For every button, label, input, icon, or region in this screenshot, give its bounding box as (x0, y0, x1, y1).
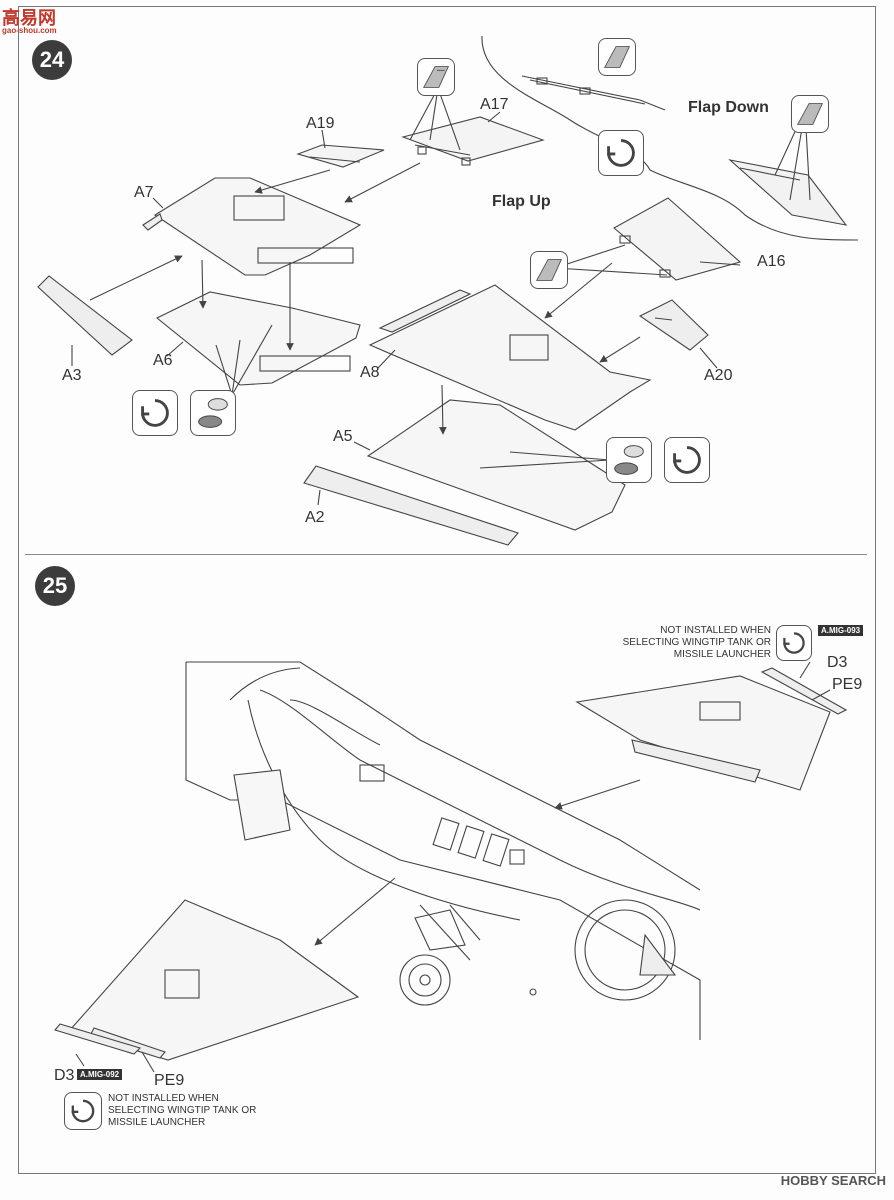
rotate-view-icon (664, 437, 710, 483)
note-left-wingtip: NOT INSTALLED WHEN SELECTING WINGTIP TAN… (108, 1093, 257, 1128)
watermark-url: gao-shou.com (2, 26, 57, 35)
rotate-view-icon (64, 1092, 102, 1130)
step-25-badge: 25 (35, 566, 75, 606)
part-label-a2: A2 (305, 509, 325, 526)
part-label-a19: A19 (306, 115, 335, 132)
part-label-a3: A3 (62, 367, 82, 384)
part-label-pe9-right: PE9 (832, 676, 863, 693)
paint-code-tag-left: A.MIG-092 (77, 1069, 123, 1080)
cement-glue-icon (606, 437, 652, 483)
part-label-a16: A16 (757, 253, 786, 270)
rotate-view-icon (598, 130, 644, 176)
step-24-badge: 24 (32, 40, 72, 80)
decal-detail-icon (791, 95, 829, 133)
rotate-view-icon (132, 390, 178, 436)
flap-down-label: Flap Down (688, 99, 769, 116)
part-label-a8: A8 (360, 364, 380, 381)
part-label-a6: A6 (153, 352, 173, 369)
step-divider (25, 554, 867, 555)
watermark-logo: 高易网 (2, 8, 56, 28)
part-label-a17: A17 (480, 96, 509, 113)
cement-glue-icon (190, 390, 236, 436)
decal-detail-icon (417, 58, 455, 96)
hobby-search-logo: HOBBY SEARCH (780, 1173, 886, 1188)
flap-up-label: Flap Up (492, 193, 551, 210)
part-label-a20: A20 (704, 367, 733, 384)
part-label-a7: A7 (134, 184, 154, 201)
part-label-a5: A5 (333, 428, 353, 445)
part-label-d3-left: D3 (54, 1067, 75, 1084)
part-label-pe9-left: PE9 (154, 1072, 185, 1089)
rotate-view-icon (776, 625, 812, 661)
part-label-d3-right: D3 (827, 654, 848, 671)
note-right-wingtip: NOT INSTALLED WHEN SELECTING WINGTIP TAN… (622, 625, 771, 660)
decal-detail-icon (598, 38, 636, 76)
paint-code-tag-right: A.MIG-093 (818, 625, 864, 636)
decal-detail-icon (530, 251, 568, 289)
page-frame (18, 6, 876, 1174)
